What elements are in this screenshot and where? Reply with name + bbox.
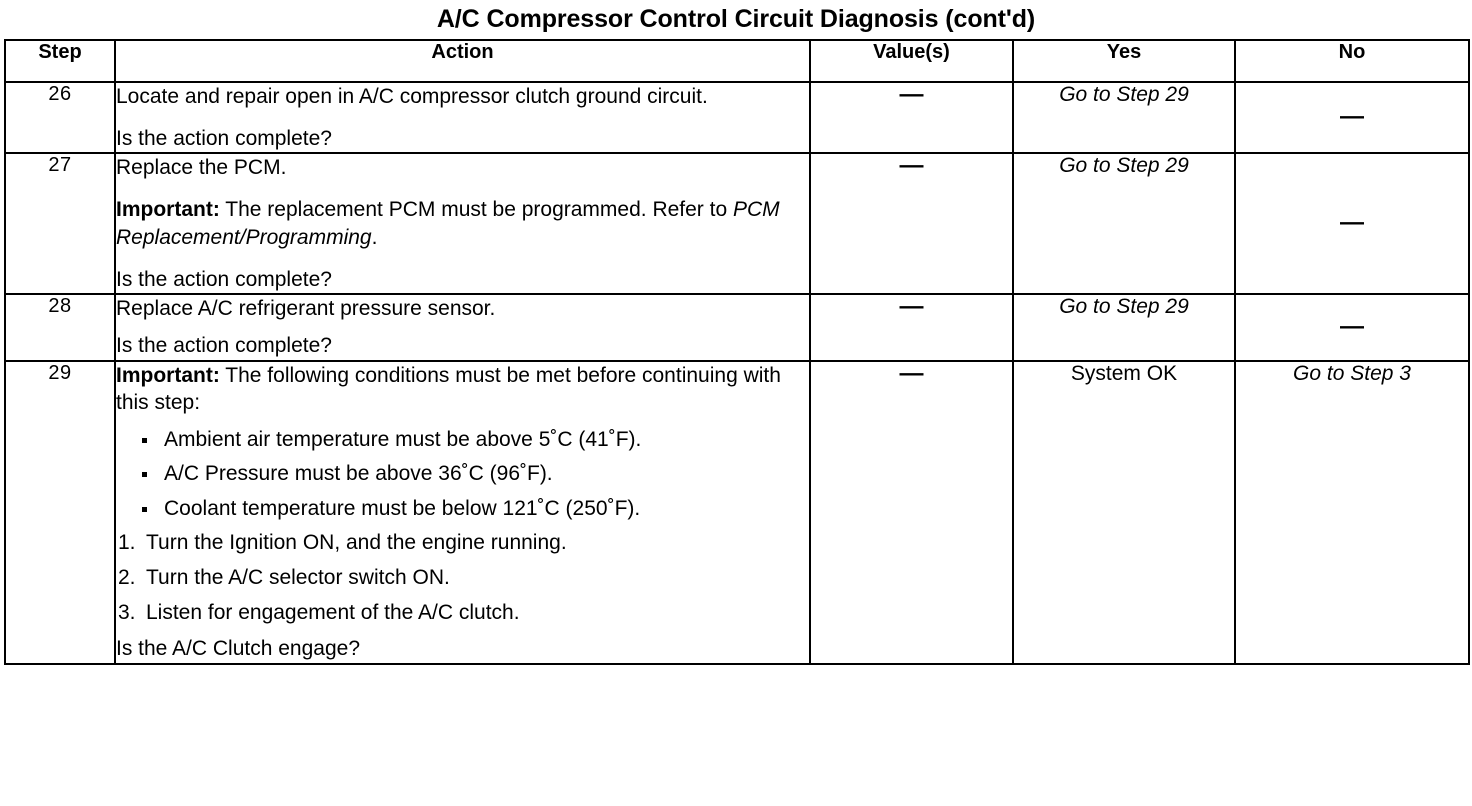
list-item-number: 1. (118, 530, 136, 554)
yes-cell: Go to Step 29 (1012, 152, 1236, 296)
header-row: Step Action Value(s) Yes No (4, 39, 1470, 83)
yes-cell: System OK (1012, 359, 1236, 666)
table-header: Step Action Value(s) Yes No (4, 39, 1470, 83)
no-action-link[interactable]: Go to Step 3 (1293, 361, 1411, 385)
list-item: Coolant temperature must be below 121˚C … (142, 496, 809, 521)
list-item: 3. Listen for engagement of the A/C clutc… (118, 600, 809, 625)
list-item-text: Listen for engagement of the A/C clutch. (146, 601, 520, 625)
table-row: 26 Locate and repair open in A/C compres… (4, 80, 1470, 155)
important-note: Important: The replacement PCM must be p… (116, 196, 809, 251)
important-text: The following conditions must be met bef… (116, 363, 781, 415)
list-item: Ambient air temperature must be above 5˚… (142, 427, 809, 452)
list-item-number: 3. (118, 601, 136, 625)
yes-cell: Go to Step 29 (1012, 293, 1236, 362)
conditions-list: Ambient air temperature must be above 5˚… (116, 427, 809, 521)
important-tail: . (371, 225, 378, 249)
column-header-no: No (1234, 39, 1470, 83)
important-text: The replacement PCM must be programmed. … (219, 198, 733, 222)
diagnostic-table: Step Action Value(s) Yes No 26 Locate an… (4, 39, 1470, 666)
value-cell: — (809, 293, 1014, 362)
value-cell: — (809, 80, 1014, 155)
step-number: 29 (4, 359, 116, 666)
list-item-text: Turn the A/C selector switch ON. (146, 565, 450, 589)
yes-action-link[interactable]: Go to Step 29 (1059, 295, 1189, 319)
value-cell: — (809, 359, 1014, 666)
value-dash: — (899, 81, 924, 108)
table-row: 28 Replace A/C refrigerant pressure sens… (4, 293, 1470, 362)
action-statement: Replace the PCM. (116, 156, 287, 180)
action-cell: Replace A/C refrigerant pressure sensor.… (114, 293, 811, 362)
action-statement: Locate and repair open in A/C compressor… (116, 85, 708, 108)
yes-action-link[interactable]: Go to Step 29 (1059, 154, 1189, 178)
list-item: 1. Turn the Ignition ON, and the engine r… (118, 530, 809, 555)
column-header-action: Action (114, 39, 811, 83)
no-dash: — (1340, 313, 1364, 341)
yes-result-label: System OK (1070, 361, 1178, 385)
important-label: Important: (116, 363, 220, 387)
value-dash: — (899, 152, 924, 180)
list-item: A/C Pressure must be above 36˚C (96˚F). (142, 461, 809, 486)
table-row: 27 Replace the PCM. Important: The repla… (4, 152, 1470, 296)
numbered-steps-list: 1. Turn the Ignition ON, and the engine r… (116, 530, 809, 626)
yes-cell: Go to Step 29 (1012, 80, 1236, 155)
action-cell: Replace the PCM. Important: The replacem… (114, 152, 811, 296)
value-dash: — (899, 293, 924, 321)
action-question: Is the action complete? (116, 126, 332, 150)
column-header-values: Value(s) (809, 39, 1014, 83)
column-header-step: Step (4, 39, 116, 83)
no-cell: — (1234, 293, 1470, 362)
action-cell: Important: The following conditions must… (114, 359, 811, 666)
no-dash: — (1340, 103, 1364, 131)
action-question: Is the action complete? (116, 267, 332, 291)
table-row: 29 Important: The following conditions m… (4, 359, 1470, 666)
reference-title: PCM Replacement/Programming (116, 198, 780, 249)
no-cell: Go to Step 3 (1234, 359, 1470, 666)
value-cell: — (809, 152, 1014, 296)
step-number: 28 (4, 293, 116, 362)
list-item-number: 2. (118, 565, 136, 589)
value-dash: — (899, 359, 924, 387)
action-statement: Replace A/C refrigerant pressure sensor. (116, 297, 496, 321)
column-header-yes: Yes (1012, 39, 1236, 83)
no-cell: — (1234, 152, 1470, 296)
yes-action-link[interactable]: Go to Step 29 (1059, 83, 1189, 106)
action-cell: Locate and repair open in A/C compressor… (114, 80, 811, 155)
list-item: 2. Turn the A/C selector switch ON. (118, 565, 809, 590)
no-cell: — (1234, 80, 1470, 155)
action-question: Is the A/C Clutch engage? (116, 637, 360, 661)
list-item-text: Turn the Ignition ON, and the engine run… (146, 530, 567, 554)
no-dash: — (1340, 209, 1364, 237)
step-number: 26 (4, 80, 116, 155)
important-label: Important: (116, 198, 220, 222)
important-note: Important: The following conditions must… (116, 362, 809, 417)
table-body: 26 Locate and repair open in A/C compres… (4, 80, 1470, 666)
page-title: A/C Compressor Control Circuit Diagnosis… (436, 5, 1036, 33)
step-number: 27 (4, 152, 116, 296)
action-question: Is the action complete? (116, 334, 332, 358)
